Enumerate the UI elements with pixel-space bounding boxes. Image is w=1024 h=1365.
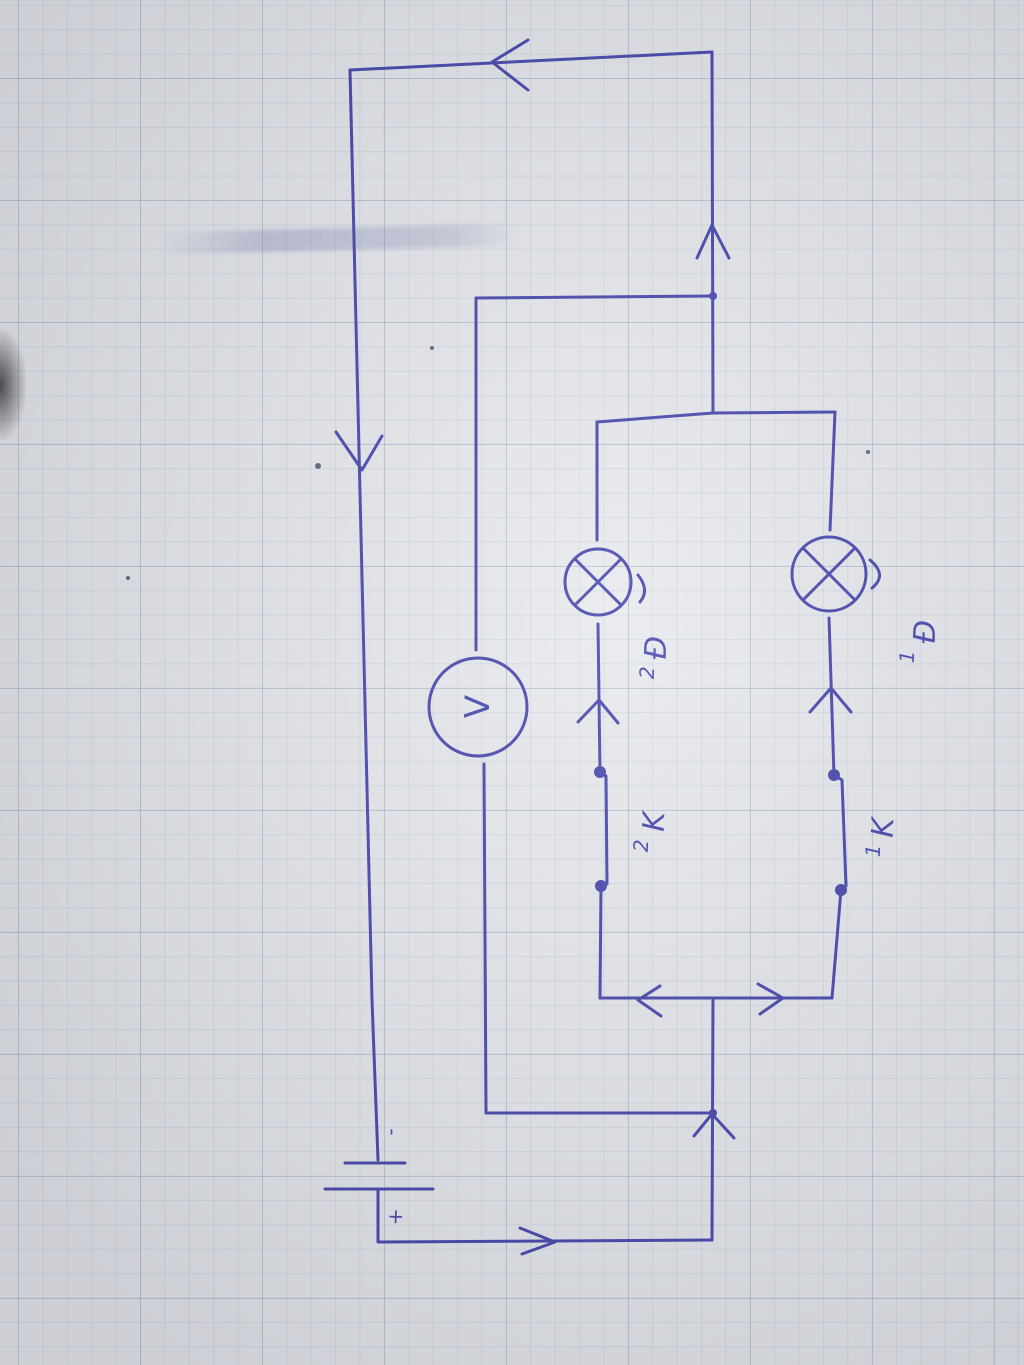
battery: - +	[323, 1128, 435, 1226]
wire-right-up-top	[710, 50, 715, 415]
switch-k1	[828, 769, 848, 896]
wire-right-up-bottom	[710, 996, 715, 1242]
main-loop-wires	[348, 50, 715, 1244]
wire-branch-top	[595, 410, 837, 424]
paper-specks	[126, 346, 870, 580]
lamp-d1-cross	[801, 546, 857, 602]
label-d2: Đ	[639, 635, 675, 659]
junction-voltmeter-top	[709, 292, 717, 300]
labels: Đ 1 Đ 2 K 1 K 2	[629, 619, 944, 857]
wire-battery-bottom	[376, 1188, 714, 1244]
wire-branch1-mid	[827, 616, 836, 777]
voltmeter-branch: V	[427, 292, 717, 1117]
arrow-left-down	[334, 430, 384, 472]
arrow-bottom-right	[518, 1226, 557, 1256]
label-d1: Đ	[908, 619, 944, 643]
speck	[315, 463, 321, 469]
battery-positive-label: +	[383, 1208, 408, 1226]
arrow-right-lower-up	[692, 1112, 736, 1140]
voltmeter: V	[427, 656, 529, 758]
arrow-top-left	[490, 38, 530, 92]
arrow-branch2-up	[576, 698, 620, 725]
speck	[866, 450, 870, 454]
label-k1: K	[866, 815, 902, 838]
speck	[430, 346, 434, 350]
arrow-branch-bottom-right	[756, 982, 785, 1016]
wire-voltmeter-bottom	[482, 762, 715, 1115]
wire-top	[348, 50, 714, 72]
wire-voltmeter-top	[474, 294, 715, 652]
label-d2-subscript: 2	[635, 666, 659, 680]
current-arrows	[334, 38, 853, 1256]
voltmeter-label: V	[458, 695, 499, 720]
wire-left-to-battery	[370, 998, 380, 1162]
arrow-right-up	[695, 223, 731, 260]
switch-k2	[594, 766, 609, 892]
label-k2-subscript: 2	[629, 839, 653, 853]
lamp-d1-circle	[790, 535, 868, 613]
battery-negative-label: -	[378, 1128, 402, 1136]
wire-branch1-lower	[830, 888, 843, 1000]
wire-branch2-lower	[598, 884, 603, 1000]
wire-left-down	[348, 68, 374, 1002]
arrow-branch-bottom-left	[636, 984, 663, 1018]
lamp-d2-circle	[563, 547, 633, 617]
parallel-branches	[563, 410, 881, 1000]
wire-branch1-upper	[828, 410, 837, 532]
lamp-d2	[563, 547, 646, 617]
arrow-branch1-up	[808, 686, 853, 714]
switch-k2-blade	[598, 770, 609, 888]
switch-k1-blade	[832, 773, 848, 892]
label-k2: K	[637, 809, 673, 832]
lamp-d1-tail	[868, 558, 881, 590]
label-d1-subscript: 1	[895, 650, 919, 664]
lamp-d2-tail	[636, 573, 646, 604]
finger-shadow	[0, 330, 26, 440]
voltmeter-circle	[427, 656, 529, 758]
label-k1-subscript: 1	[861, 844, 885, 858]
wire-branch2-mid	[596, 622, 602, 774]
lamp-d2-cross	[573, 557, 623, 607]
speck	[126, 576, 130, 580]
lamp-d1	[790, 535, 881, 613]
